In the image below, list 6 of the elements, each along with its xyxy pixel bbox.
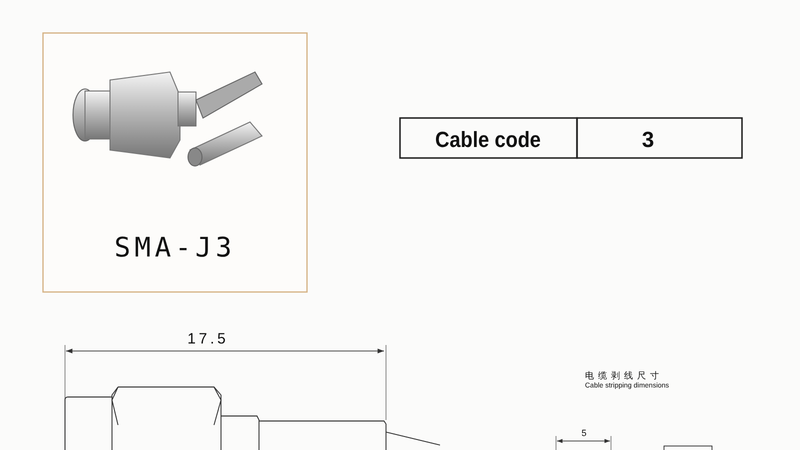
- dimension-value: 5: [582, 428, 586, 438]
- table-value: 3: [642, 127, 654, 153]
- section-heading: 电缆剥线尺寸: [585, 370, 663, 382]
- table-header: Cable code: [435, 127, 541, 153]
- model-name: SMA-J3: [114, 232, 236, 264]
- dimension-value: 17.5: [187, 330, 229, 348]
